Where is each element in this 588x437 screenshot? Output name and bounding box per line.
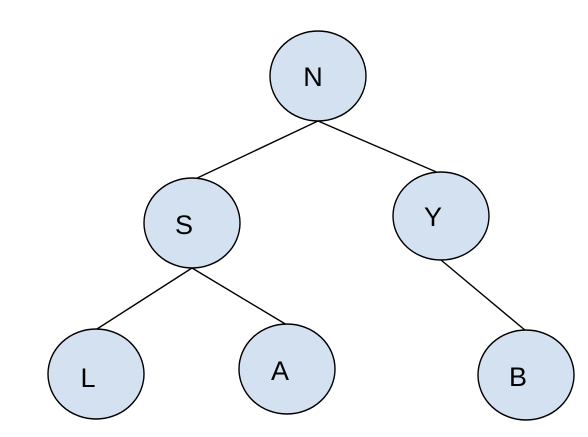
node-label: Y — [424, 202, 442, 232]
node-circle — [143, 177, 241, 269]
node-label: B — [509, 362, 527, 392]
edge-s-a — [191, 267, 288, 326]
node-circle — [392, 171, 490, 261]
tree-node-s: S — [143, 177, 241, 269]
node-label: A — [271, 356, 289, 386]
edge-n-s — [192, 120, 319, 181]
edge-y-b — [440, 259, 527, 332]
edge-s-l — [96, 267, 193, 330]
tree-node-y: Y — [392, 171, 490, 261]
tree-node-n: N — [269, 30, 367, 122]
tree-node-a: A — [238, 323, 336, 415]
tree-node-b: B — [477, 329, 575, 421]
tree-node-l: L — [47, 328, 145, 420]
node-label: N — [303, 62, 323, 92]
node-circle — [269, 30, 367, 122]
node-label: L — [80, 363, 95, 393]
node-circle — [477, 329, 575, 421]
node-circle — [238, 323, 336, 415]
node-label: S — [175, 210, 193, 240]
node-circle — [47, 328, 145, 420]
edge-n-y — [317, 120, 442, 175]
